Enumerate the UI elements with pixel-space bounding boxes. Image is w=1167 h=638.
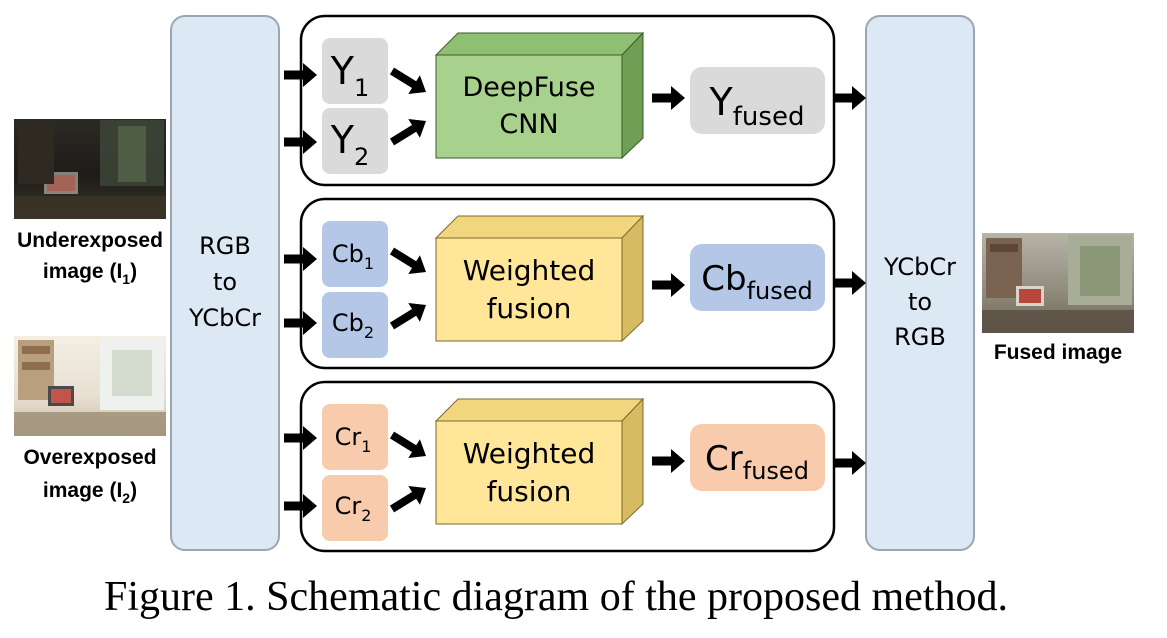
cr-weighted-fusion-block	[434, 397, 645, 526]
arrow-y-fused-to-rgb	[834, 86, 866, 110]
ycbcr-to-rgb-panel	[865, 15, 975, 551]
y1-label: Y1	[330, 49, 370, 102]
cr-fusion-line2: fusion	[487, 475, 572, 508]
cb2-box	[322, 292, 388, 358]
cr-fused-label: Crfused	[705, 439, 809, 485]
arrow-cb1-to-fusion	[389, 247, 426, 274]
underexposed-label-line2: image (I1)	[43, 260, 137, 287]
arrow-to-cb1	[284, 247, 317, 271]
cr2-label: Cr2	[335, 492, 372, 525]
overexposed-image	[14, 336, 166, 436]
underexposed-image	[14, 119, 166, 219]
ycbcr-to-rgb-line2: to	[908, 288, 932, 316]
cr-fused-box	[690, 424, 825, 491]
cb2-label: Cb2	[332, 309, 374, 342]
y-fused-label: Yfused	[709, 80, 805, 132]
deepfuse-cnn-block	[434, 31, 645, 160]
arrow-y1-to-cnn	[389, 67, 426, 94]
cb-fusion-line2: fusion	[487, 292, 572, 325]
arrow-cr-fused-to-rgb	[834, 451, 866, 475]
rgb-to-ycbcr-line2: to	[213, 268, 237, 296]
cr-fusion-line1: Weighted	[463, 437, 596, 470]
cr2-box	[322, 475, 388, 541]
ycbcr-to-rgb-line1: YCbCr	[883, 253, 956, 281]
arrow-to-y2	[284, 130, 317, 154]
arrow-to-y1	[284, 63, 317, 87]
arrow-layer	[284, 63, 866, 518]
rgb-to-ycbcr-panel	[170, 15, 280, 551]
cb1-box	[322, 221, 388, 287]
y1-box	[322, 38, 388, 104]
cb-fused-label: Cbfused	[701, 259, 813, 305]
arrow-cr1-to-fusion	[389, 431, 426, 458]
cb-fused-box	[690, 244, 825, 311]
arrow-y2-to-cnn	[389, 119, 426, 146]
y-fused-box	[690, 67, 825, 134]
arrow-to-cr1	[284, 426, 317, 450]
cr1-box	[322, 404, 388, 470]
arrow-cb2-to-fusion	[389, 303, 426, 330]
arrow-cr-fusion-to-cr-fused	[652, 449, 685, 473]
deepfuse-cnn-line1: DeepFuse	[463, 72, 596, 103]
ycbcr-to-rgb-line3: RGB	[894, 323, 946, 351]
fused-image	[982, 233, 1134, 333]
arrow-cb-fusion-to-cb-fused	[652, 273, 685, 297]
arrow-to-cr2	[284, 494, 317, 518]
overexposed-label-line2: image (I2)	[43, 479, 137, 506]
underexposed-label-line1: Underexposed	[17, 229, 163, 252]
rgb-to-ycbcr-line3: YCbCr	[188, 304, 261, 332]
figure-caption: Figure 1. Schematic diagram of the propo…	[104, 574, 1008, 620]
arrow-to-cb2	[284, 311, 317, 335]
arrow-cb-fused-to-rgb	[834, 271, 866, 295]
overexposed-label-line1: Overexposed	[23, 446, 156, 469]
cb-weighted-fusion-block	[434, 214, 645, 343]
cr1-label: Cr1	[335, 423, 372, 456]
y2-box	[322, 108, 388, 174]
fused-image-label: Fused image	[994, 341, 1122, 364]
rgb-to-ycbcr-line1: RGB	[199, 232, 251, 260]
arrow-cnn-to-y-fused	[652, 86, 685, 110]
arrow-cr2-to-fusion	[389, 486, 426, 513]
cb-fusion-line1: Weighted	[463, 254, 596, 287]
deepfuse-cnn-line2: CNN	[499, 109, 558, 140]
y2-label: Y2	[330, 118, 370, 171]
cb1-label: Cb1	[332, 240, 374, 273]
